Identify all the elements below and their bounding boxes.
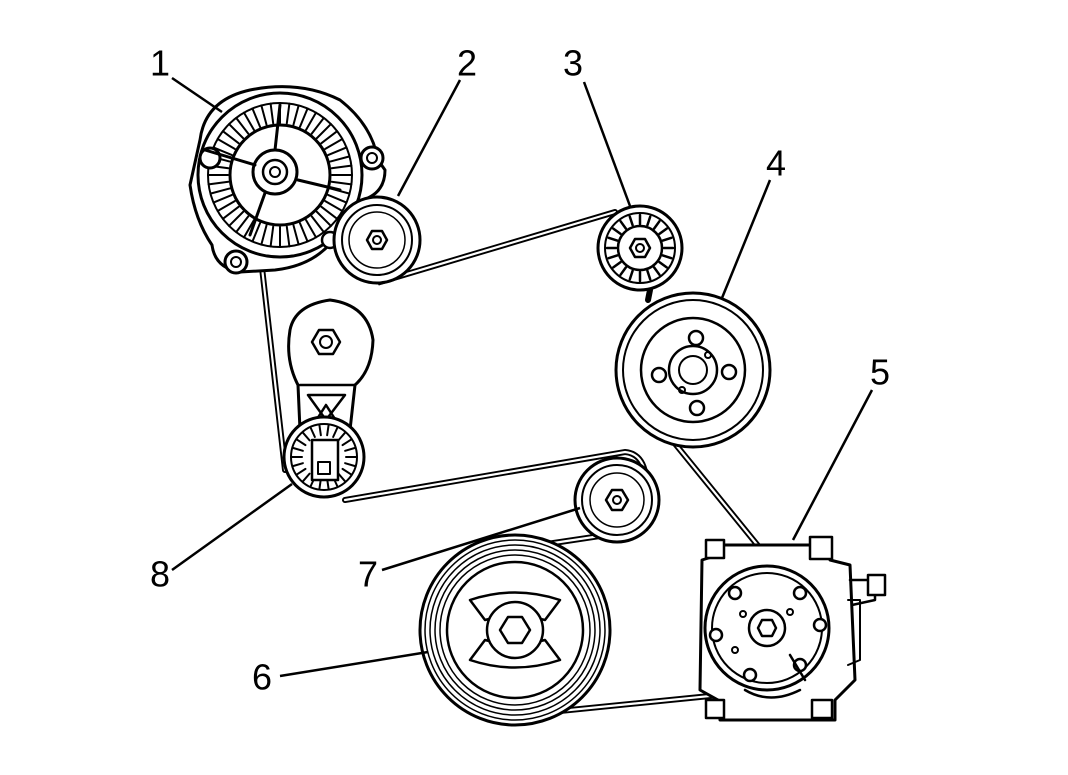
callout-3: 3: [563, 43, 583, 84]
leader-3: [582, 81, 632, 207]
callout-2: 2: [457, 43, 477, 84]
leader-6: [279, 650, 429, 678]
idler-pulley-upper: [332, 195, 422, 285]
idler-pulley-bearing: [596, 204, 684, 292]
belt-tensioner: [282, 298, 375, 499]
callout-leaders: [171, 76, 874, 678]
callout-4: 4: [766, 143, 786, 184]
leader-2: [396, 79, 462, 197]
callout-labels: 1 2 3 4 5 6 7 8: [150, 43, 890, 698]
leader-7: [381, 506, 581, 572]
callout-8: 8: [150, 554, 170, 595]
callout-5: 5: [870, 352, 890, 393]
crankshaft-balancer: [418, 533, 612, 727]
leader-8: [171, 482, 293, 572]
callout-6: 6: [252, 657, 272, 698]
callout-1: 1: [150, 43, 170, 84]
ac-compressor: [698, 535, 887, 722]
callout-7: 7: [358, 554, 378, 595]
leader-5: [791, 389, 874, 541]
leader-1: [171, 76, 223, 114]
power-steering-pulley: [614, 291, 772, 449]
idler-pulley-lower: [573, 456, 661, 544]
leader-4: [720, 179, 772, 299]
